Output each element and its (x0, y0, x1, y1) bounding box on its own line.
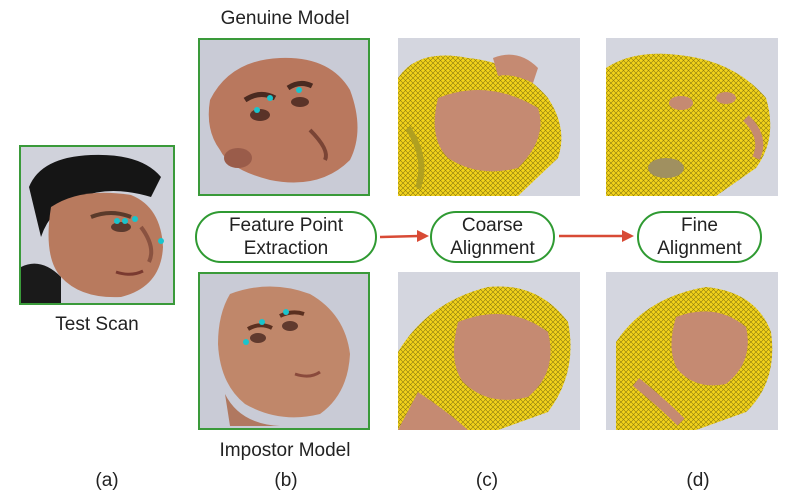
feature-point-marker (243, 339, 249, 345)
feature-point-marker (122, 218, 128, 224)
feature-point-marker (132, 216, 138, 222)
feature-point-marker (296, 87, 302, 93)
feature-point-marker (267, 95, 273, 101)
impostor-model-face-image (200, 274, 368, 428)
feature-point-step-line2: Extraction (244, 237, 328, 260)
subfigure-label-c: (c) (457, 470, 517, 492)
feature-point-step-line1: Feature Point (229, 214, 343, 237)
coarse-step-line2: Alignment (450, 237, 535, 260)
subfigure-label-a: (a) (77, 470, 137, 492)
feature-point-marker (114, 218, 120, 224)
coarse-alignment-genuine-image (398, 38, 580, 196)
impostor-model-title: Impostor Model (200, 440, 370, 462)
coarse-alignment-impostor-panel (398, 272, 580, 430)
arrow-to-coarse-alignment (377, 226, 431, 246)
feature-point-marker (283, 309, 289, 315)
coarse-alignment-step: Coarse Alignment (430, 211, 555, 263)
test-scan-face-image (21, 147, 173, 303)
fine-alignment-genuine-image (606, 38, 778, 196)
subfigure-label-b: (b) (256, 470, 316, 492)
coarse-alignment-impostor-image (398, 272, 580, 430)
fine-step-line1: Fine (681, 214, 718, 237)
feature-point-marker (158, 238, 164, 244)
fine-step-line2: Alignment (657, 237, 742, 260)
genuine-model-panel (198, 38, 370, 196)
feature-point-marker (259, 319, 265, 325)
subfigure-label-d: (d) (668, 470, 728, 492)
test-scan-panel (19, 145, 175, 305)
coarse-step-line1: Coarse (462, 214, 523, 237)
fine-alignment-impostor-panel (606, 272, 778, 430)
feature-point-extraction-step: Feature Point Extraction (195, 211, 377, 263)
genuine-model-title: Genuine Model (200, 8, 370, 30)
genuine-model-face-image (200, 40, 368, 194)
fine-alignment-genuine-panel (606, 38, 778, 196)
feature-point-marker (254, 107, 260, 113)
fine-alignment-step: Fine Alignment (637, 211, 762, 263)
impostor-model-panel (198, 272, 370, 430)
test-scan-label: Test Scan (19, 314, 175, 336)
arrow-to-fine-alignment (556, 226, 636, 246)
coarse-alignment-genuine-panel (398, 38, 580, 196)
fine-alignment-impostor-image (606, 272, 778, 430)
